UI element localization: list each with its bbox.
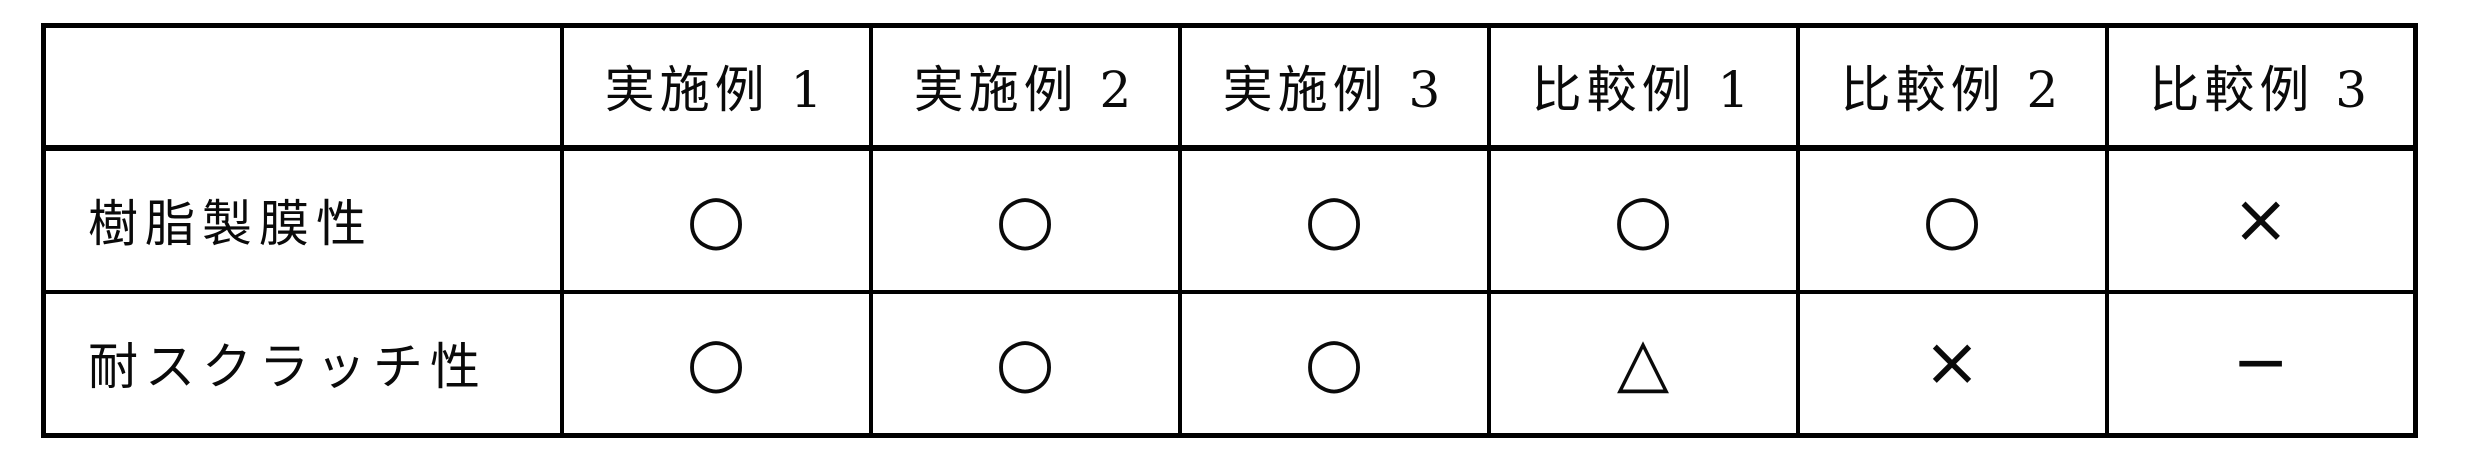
row-label-film-formability: 樹脂製膜性 xyxy=(41,145,564,294)
corner-cell xyxy=(41,23,564,151)
column-header-comparative-2: 比較例 2 xyxy=(1795,23,2109,151)
header-row: 実施例 1 実施例 2 実施例 3 比較例 1 比較例 2 比較例 3 xyxy=(41,23,2418,151)
result-cell: ○ xyxy=(1486,145,1800,294)
column-header-example-3: 実施例 3 xyxy=(1177,23,1491,151)
column-header-comparative-3: 比較例 3 xyxy=(2104,23,2418,151)
result-cell: ○ xyxy=(559,145,873,294)
table-row-film-formability: 樹脂製膜性 ○ ○ ○ ○ ○ × xyxy=(41,145,2418,294)
row-label-scratch-resistance: 耐スクラッチ性 xyxy=(41,289,564,438)
result-cell: − xyxy=(2104,289,2418,438)
column-header-example-1: 実施例 1 xyxy=(559,23,873,151)
result-cell: × xyxy=(1795,289,2109,438)
result-cell: △ xyxy=(1486,289,1800,438)
result-cell: ○ xyxy=(1795,145,2109,294)
result-cell: × xyxy=(2104,145,2418,294)
result-cell: ○ xyxy=(1177,145,1491,294)
result-cell: ○ xyxy=(868,145,1182,294)
result-cell: ○ xyxy=(559,289,873,438)
column-header-comparative-1: 比較例 1 xyxy=(1486,23,1800,151)
table-row-scratch-resistance: 耐スクラッチ性 ○ ○ ○ △ × − xyxy=(41,289,2418,438)
result-cell: ○ xyxy=(1177,289,1491,438)
result-cell: ○ xyxy=(868,289,1182,438)
column-header-example-2: 実施例 2 xyxy=(868,23,1182,151)
evaluation-table: 実施例 1 実施例 2 実施例 3 比較例 1 比較例 2 比較例 3 樹脂製膜… xyxy=(41,23,2418,438)
